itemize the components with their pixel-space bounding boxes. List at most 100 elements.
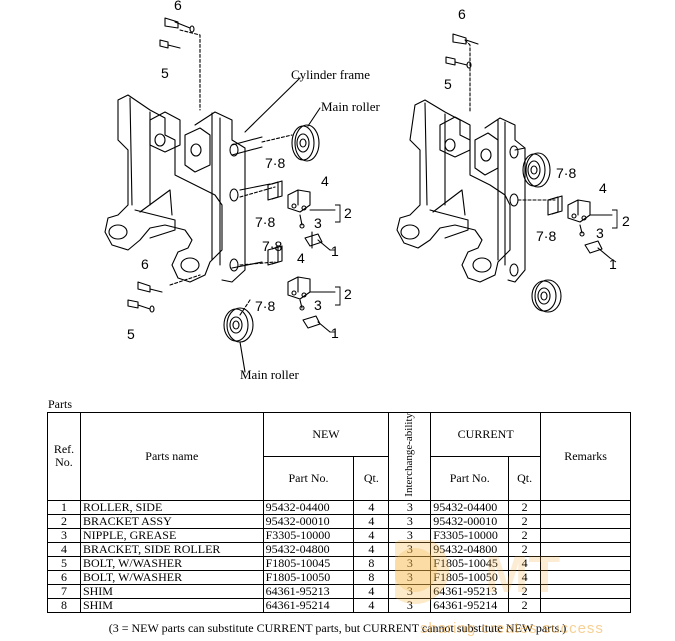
label-main-roller-top: Main roller xyxy=(321,99,380,114)
cell-current-part-no: 95432-00010 xyxy=(430,513,510,529)
cell-new-qt: 8 xyxy=(353,569,390,585)
callout-6-top-left: 6 xyxy=(174,0,182,13)
cell-new-qt: 4 xyxy=(353,541,390,557)
label-cylinder-frame: Cylinder frame xyxy=(291,67,371,82)
cell-new-part-no: F1805-10050 xyxy=(262,569,355,585)
cell-remarks xyxy=(540,541,631,557)
callout-5-bottom-left: 5 xyxy=(127,326,135,342)
side-roller-bracket-right xyxy=(567,199,613,259)
cell-remarks xyxy=(540,583,631,599)
label-main-roller-bottom: Main roller xyxy=(240,367,299,382)
watermark-text: sharing creates success xyxy=(420,620,604,637)
callout-3-b: 3 xyxy=(314,297,322,313)
header-new-part-no: Part No. xyxy=(262,456,355,501)
cell-new-part-no: 64361-95213 xyxy=(262,583,355,599)
cell-name: BRACKET ASSY xyxy=(79,513,264,529)
shim-plates-right xyxy=(547,195,563,216)
cell-current-part-no: 64361-95214 xyxy=(430,597,510,613)
parts-caption: Parts xyxy=(48,397,72,411)
header-parts-name: Parts name xyxy=(79,412,264,501)
cell-current-qt: 2 xyxy=(508,513,542,529)
callout-6-right: 6 xyxy=(458,6,466,22)
cell-ref: 6 xyxy=(47,569,81,585)
cell-interchangeability: 3 xyxy=(388,583,432,599)
callout-4-right: 4 xyxy=(599,180,607,196)
cell-interchangeability: 3 xyxy=(388,499,432,515)
cell-new-qt: 4 xyxy=(353,527,390,543)
callout-6-bottom-left: 6 xyxy=(141,256,149,272)
callout-7-8-b: 7·8 xyxy=(255,214,276,230)
cell-current-qt: 4 xyxy=(508,569,542,585)
main-roller-right-bottom xyxy=(531,279,562,313)
cell-name: BRACKET, SIDE ROLLER xyxy=(79,541,264,557)
callout-1-b: 1 xyxy=(331,325,339,341)
cell-ref: 5 xyxy=(47,555,81,571)
callout-5-top-left: 5 xyxy=(161,65,169,81)
table-row: 4 BRACKET, SIDE ROLLER 95432-04800 4 3 9… xyxy=(47,541,631,557)
cell-current-qt: 2 xyxy=(508,527,542,543)
callout-7-8-right-a: 7·8 xyxy=(556,165,577,181)
cell-current-qt: 4 xyxy=(508,555,542,571)
callout-4-a: 4 xyxy=(321,173,329,189)
cell-interchangeability: 3 xyxy=(388,555,432,571)
cell-name: BOLT, W/WASHER xyxy=(79,569,264,585)
cell-remarks xyxy=(540,555,631,571)
table-row: 8 SHIM 64361-95214 4 3 64361-95214 2 xyxy=(47,597,631,613)
cell-name: NIPPLE, GREASE xyxy=(79,527,264,543)
cell-interchangeability: 3 xyxy=(388,527,432,543)
header-new-qt: Qt. xyxy=(353,456,390,501)
header-remarks: Remarks xyxy=(540,412,631,501)
callout-7-8-d: 7·8 xyxy=(255,298,276,314)
cell-new-part-no: F3305-10000 xyxy=(262,527,355,543)
cell-ref: 3 xyxy=(47,527,81,543)
callout-4-b: 4 xyxy=(297,250,305,266)
cell-remarks xyxy=(540,527,631,543)
cell-current-qt: 2 xyxy=(508,597,542,613)
table-row: 7 SHIM 64361-95213 4 3 64361-95213 2 xyxy=(47,583,631,599)
bolt-washer-bottom-left xyxy=(127,281,163,313)
header-interchangeability: Interchange-ability xyxy=(388,412,432,501)
cell-new-part-no: 64361-95214 xyxy=(262,597,355,613)
table-row: 5 BOLT, W/WASHER F1805-10045 8 3 F1805-1… xyxy=(47,555,631,571)
callout-1-a: 1 xyxy=(331,243,339,259)
callout-3-a: 3 xyxy=(314,215,322,231)
cell-interchangeability: 3 xyxy=(388,513,432,529)
cell-new-part-no: 95432-04400 xyxy=(262,499,355,515)
main-roller-top xyxy=(291,124,320,162)
cell-ref: 1 xyxy=(47,499,81,515)
cell-current-qt: 2 xyxy=(508,499,542,515)
header-current-qt: Qt. xyxy=(508,456,542,501)
table-row: 1 ROLLER, SIDE 95432-04400 4 3 95432-044… xyxy=(47,499,631,515)
cell-name: ROLLER, SIDE xyxy=(79,499,264,515)
callout-7-8-right-b: 7·8 xyxy=(536,228,557,244)
right-carriage-frame xyxy=(396,39,556,283)
callout-2-right: 2 xyxy=(622,213,630,229)
header-current-part-no: Part No. xyxy=(430,456,510,501)
shim-plates-left xyxy=(267,180,283,266)
table-row: 3 NIPPLE, GREASE F3305-10000 4 3 F3305-1… xyxy=(47,527,631,543)
cell-ref: 8 xyxy=(47,597,81,613)
main-roller-right-top xyxy=(522,152,551,188)
cell-new-part-no: 95432-04800 xyxy=(262,541,355,557)
cell-current-part-no: F3305-10000 xyxy=(430,527,510,543)
interchangeability-footnote: (3 = NEW parts can substitute CURRENT pa… xyxy=(108,621,567,635)
table-row: 2 BRACKET ASSY 95432-00010 4 3 95432-000… xyxy=(47,513,631,529)
cell-interchangeability: 3 xyxy=(388,569,432,585)
header-new: NEW xyxy=(262,411,390,458)
table-row: 6 BOLT, W/WASHER F1805-10050 8 3 F1805-1… xyxy=(47,569,631,585)
callout-3-right: 3 xyxy=(596,225,604,241)
bolt-washer-right xyxy=(445,33,479,69)
cell-new-qt: 4 xyxy=(353,499,390,515)
callout-1-right: 1 xyxy=(609,256,617,272)
cell-new-part-no: F1805-10045 xyxy=(262,555,355,571)
cell-new-part-no: 95432-00010 xyxy=(262,513,355,529)
callout-2-a: 2 xyxy=(344,205,352,221)
cell-current-part-no: 95432-04400 xyxy=(430,499,510,515)
cell-current-qt: 2 xyxy=(508,541,542,557)
cell-remarks xyxy=(540,499,631,515)
interchangeability-text: Interchange-ability xyxy=(403,413,416,497)
callout-7-8-c: 7·8 xyxy=(262,238,283,254)
cell-ref: 2 xyxy=(47,513,81,529)
cell-name: SHIM xyxy=(79,583,264,599)
bolt-washer-top-left xyxy=(159,17,195,49)
